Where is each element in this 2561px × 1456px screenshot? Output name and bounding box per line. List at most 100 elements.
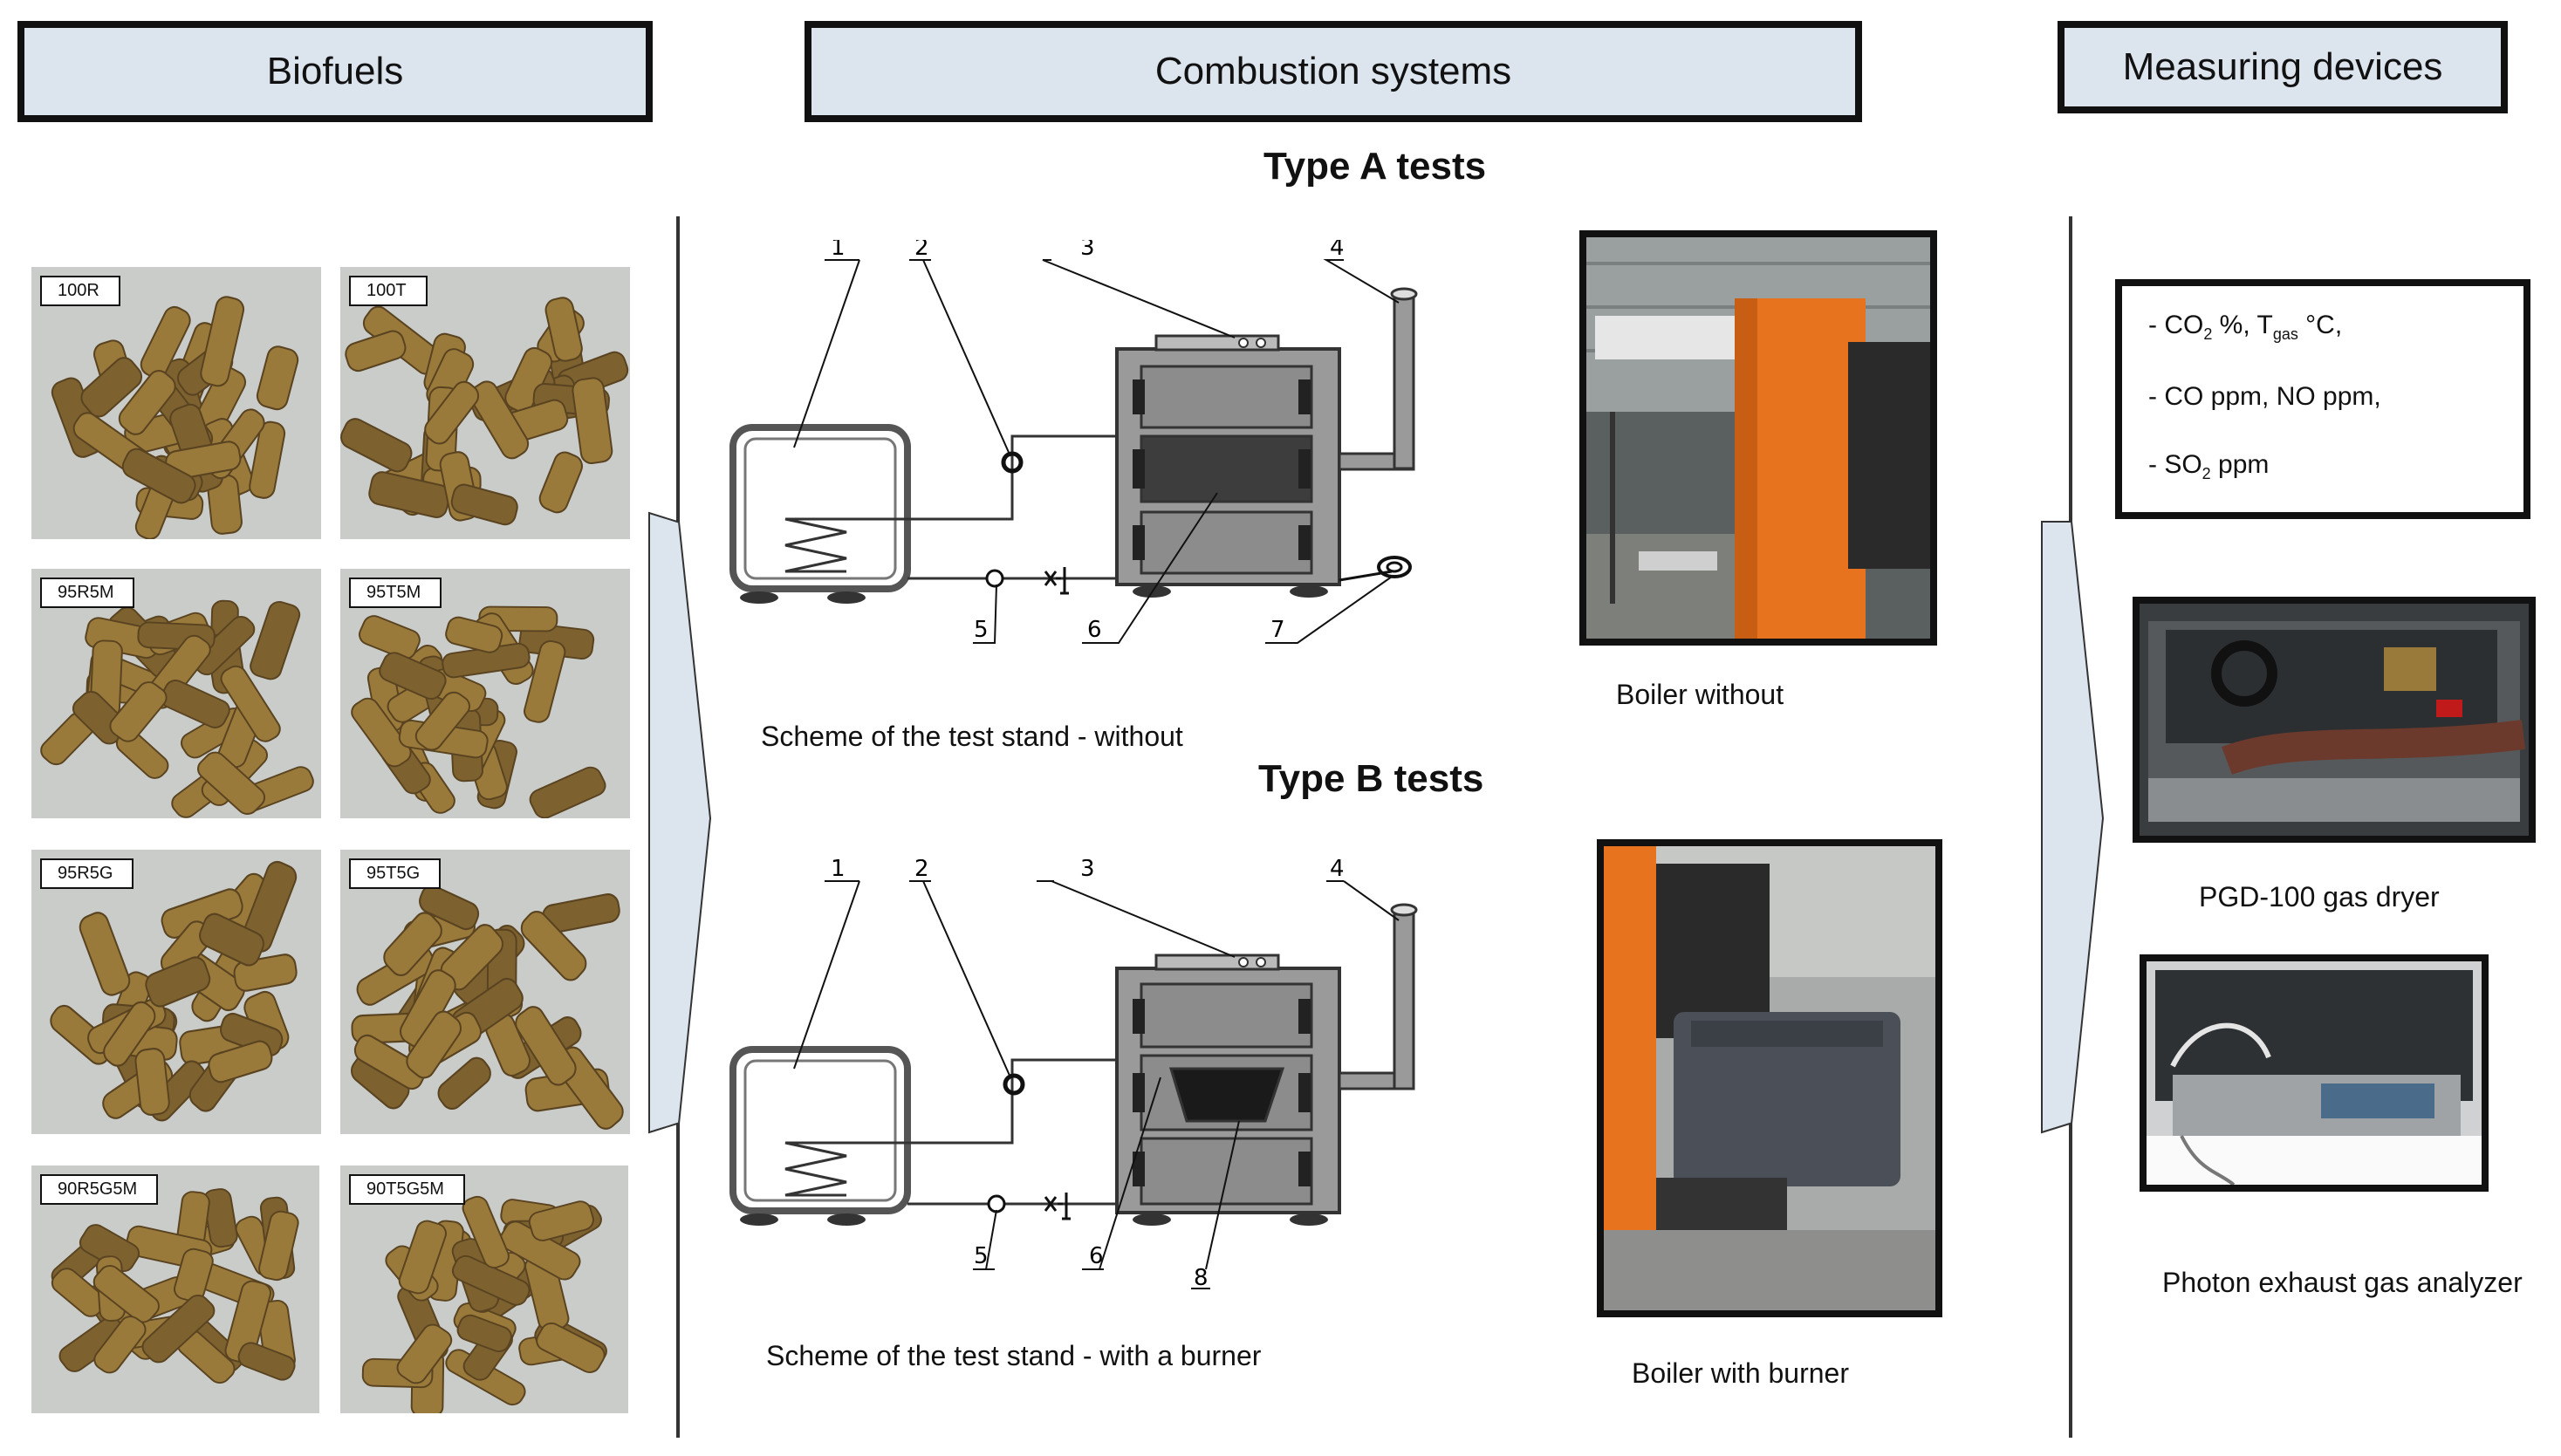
header-measuring-devices: Measuring devices [2058,21,2508,113]
pellet-shape [424,380,480,445]
header-combustion-label: Combustion systems [1154,50,1512,92]
pellet-shape [258,1210,299,1282]
pellet-shape [200,296,245,387]
boiler-without-photo [1579,230,1937,646]
pellet-sample-card: 90R5G5M [31,1165,319,1413]
pellet-shape [237,1342,296,1381]
pellet-sample-card: 100T [340,267,630,539]
pellet-shape [358,615,421,660]
measurement-line-co2-temp: - CO2 %, Tgas °C, [2148,311,2343,343]
separator-arrow-right [2041,216,2105,1438]
pellet-sample-card: 95R5M [31,569,321,818]
pellet-image [340,297,629,526]
pellet-label: 95R5G [40,858,134,889]
pellet-shape [353,1034,426,1090]
scheme-a-label-2: 2 [914,240,929,261]
gas-dryer-caption: PGD-100 gas dryer [2199,881,2440,913]
pellet-shape [141,1294,216,1364]
pellet-label: 95T5M [349,578,442,608]
pellet-shape [103,1001,156,1067]
pellet-shape [396,1323,453,1384]
pellet-shape [79,912,131,996]
pellet-shape [174,1248,214,1302]
pellet-label: 95R5M [40,578,135,608]
pellet-shape [528,1200,594,1241]
scheme-a-label-6: 6 [1087,617,1102,643]
pellet-image [351,885,624,1130]
pellet-shape [419,885,480,931]
pellet-image [51,1188,299,1384]
scheme-a-label-5: 5 [974,617,989,643]
pellet-label: 100T [349,276,428,306]
pellet-shape [224,1280,271,1364]
pellet-sample-card: 95R5G [31,850,321,1134]
pellet-shape [160,680,230,728]
pellet-shape [121,448,196,504]
pellet-shape [379,652,447,701]
scheme-b-caption: Scheme of the test stand - with a burner [766,1340,1262,1371]
pellet-shape [134,1048,170,1116]
pellet-sample-card: 100R [31,267,321,539]
pellet-shape [406,1010,462,1079]
pellet-shape [544,297,583,362]
scheme-b-label-2: 2 [914,859,929,882]
pellet-shape [145,956,211,1008]
pellet-label: 95T5G [349,858,442,889]
pellet-shape [250,600,301,680]
measurement-line-co-no: - CO ppm, NO ppm, [2148,382,2381,411]
pellet-shape [515,1006,577,1086]
gas-analyzer-photo [2140,954,2489,1192]
pellet-shape [469,380,530,460]
pellet-shape [456,1314,512,1353]
pellet-shape [524,640,566,723]
pellet-shape [351,697,412,768]
boiler-a-caption: Boiler without [1616,679,1784,710]
separator-arrow-left [648,216,712,1438]
pellet-label: 90T5G5M [349,1174,465,1205]
pellet-shape [256,345,299,411]
pellet-shape [450,483,518,526]
type-a-title: Type A tests [1263,145,1487,188]
pellet-sample-card: 90T5G5M [340,1165,628,1413]
scheme-a-label-4: 4 [1330,240,1345,261]
pellet-image [40,599,314,818]
pellet-shape [538,451,583,514]
pellet-shape [345,330,407,373]
pellet-shape [383,912,442,976]
pellet-shape [199,913,264,967]
scheme-b-label-8: 8 [1194,1265,1209,1291]
scheme-b-label-4: 4 [1330,859,1345,882]
pellet-image [361,1195,607,1413]
pellet-shape [520,910,587,981]
pellet-shape [572,377,613,465]
pellet-shape [208,1040,273,1083]
pellet-shape [451,1254,531,1306]
pellet-shape [414,691,471,751]
gas-dryer-photo [2133,597,2536,843]
pellet-image [351,605,606,818]
scheme-a-caption: Scheme of the test stand - without [761,721,1183,752]
scheme-a-label-3: 3 [1080,240,1095,261]
type-b-title: Type B tests [1258,757,1484,800]
pellet-shape [220,665,281,742]
pellet-shape [340,418,413,473]
scheme-a-label-1: 1 [831,240,846,261]
pellet-shape [93,1316,147,1374]
header-measuring-label: Measuring devices [2122,45,2443,88]
pellet-shape [398,1220,448,1295]
pellet-shape [529,766,606,818]
scheme-a-label-7: 7 [1270,617,1285,643]
pellet-sample-card: 95T5G [340,850,630,1134]
scheme-b-label-5: 5 [974,1243,989,1269]
pellet-shape [445,616,503,653]
pellet-shape [249,420,286,499]
measurement-parameters-box: - CO2 %, Tgas °C, - CO ppm, NO ppm, - SO… [2115,279,2530,519]
pellet-shape [92,1265,160,1323]
pellet-shape [109,681,168,742]
boiler-b-caption: Boiler with burner [1632,1357,1849,1389]
header-combustion-systems: Combustion systems [805,21,1862,122]
pellet-image [50,860,298,1122]
scheme-b-diagram: 1 2 3 4 5 6 8 [729,859,1418,1291]
pellet-shape [437,1056,491,1111]
pellet-image [51,296,299,539]
